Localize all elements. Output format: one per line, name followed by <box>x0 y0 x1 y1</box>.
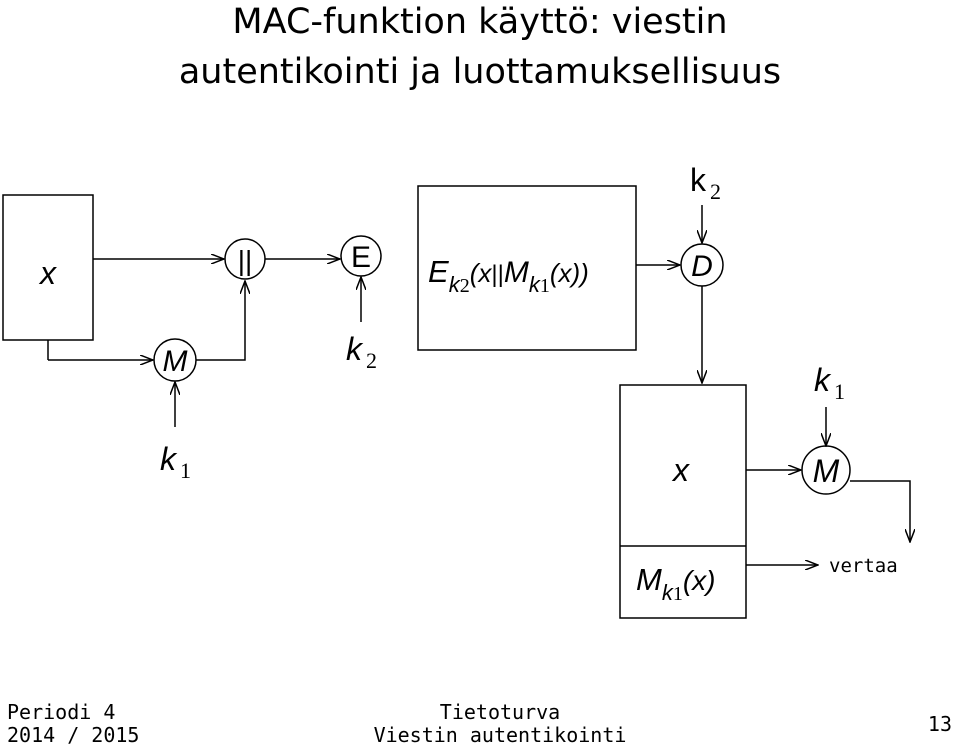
receiver-mac-label: Mk1(x) <box>636 562 715 605</box>
concat-label: || <box>238 245 253 276</box>
ciphertext-label: Ek2(x||Mk1(x)) <box>428 254 589 297</box>
footer-year: 2014 / 2015 <box>7 723 140 747</box>
encrypt-label: E <box>351 241 371 274</box>
page-number: 13 <box>927 712 952 736</box>
arrow-mac-right-out <box>850 480 910 542</box>
decrypt-label: D <box>691 250 713 283</box>
receiver-x-label: x <box>671 452 690 488</box>
footer-topic: Viestin autentikointi <box>373 723 627 747</box>
footer-period: Periodi 4 <box>7 700 116 724</box>
ciphertext-box <box>417 185 637 351</box>
receiver-box <box>619 384 747 619</box>
sender-x-label: x <box>38 255 57 291</box>
mac-right-label: M <box>813 453 840 489</box>
arrow-mac-to-concat <box>196 281 245 361</box>
compare-label: vertaa <box>829 555 898 577</box>
slide-title-line2: autentikointi ja luottamuksellisuus <box>178 52 782 92</box>
mac-left-label: M <box>163 345 188 378</box>
slide-title-line1: MAC-funktion käyttö: viestin <box>232 2 728 42</box>
footer-course: Tietoturva <box>439 700 561 724</box>
